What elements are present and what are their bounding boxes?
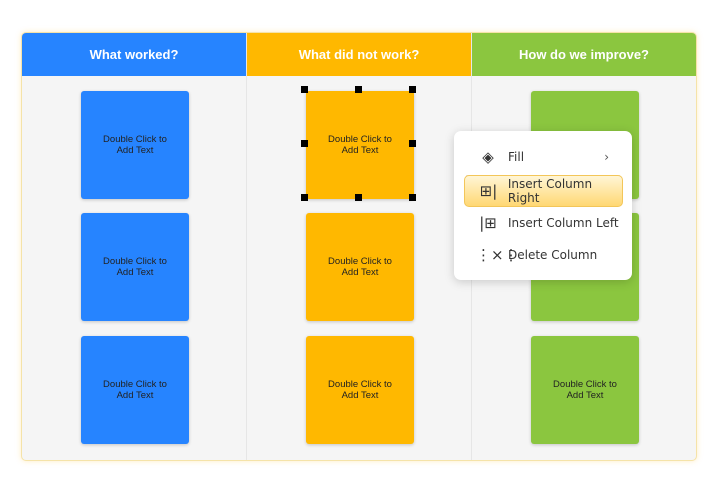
insert-column-right-icon: ⊞| <box>479 182 498 200</box>
resize-handle[interactable] <box>409 86 416 93</box>
delete-column-icon: ⋮×⋮ <box>476 246 519 264</box>
sticky-note[interactable]: Double Click to Add Text <box>81 213 189 321</box>
column-header[interactable]: What did not work? <box>247 33 471 76</box>
context-menu: ◈ Fill › ⊞| Insert Column Right |⊞ Inser… <box>454 131 632 280</box>
sticky-note[interactable]: Double Click to Add Text <box>306 213 414 321</box>
column-what-did-not-work[interactable]: What did not work? Double Click to Add T… <box>247 33 472 460</box>
resize-handle[interactable] <box>409 194 416 201</box>
insert-column-left-icon: |⊞ <box>479 214 497 232</box>
menu-item-delete-column[interactable]: ⋮×⋮ Delete Column <box>476 246 598 264</box>
resize-handle[interactable] <box>301 86 308 93</box>
column-how-do-we-improve[interactable]: How do we improve? Double Click to Add T… <box>472 33 696 460</box>
menu-item-insert-column-left[interactable]: |⊞ Insert Column Left <box>464 208 621 238</box>
chevron-right-icon: › <box>604 150 609 164</box>
resize-handle[interactable] <box>409 140 416 147</box>
paint-bucket-icon: ◈ <box>482 148 494 166</box>
sticky-note[interactable]: Double Click to Add Text <box>306 336 414 444</box>
sticky-note[interactable]: Double Click to Add Text <box>81 91 189 199</box>
resize-handle[interactable] <box>301 194 308 201</box>
sticky-note-selected[interactable]: Double Click to Add Text <box>306 91 414 199</box>
column-what-worked[interactable]: What worked? Double Click to Add Text Do… <box>22 33 247 460</box>
resize-handle[interactable] <box>301 140 308 147</box>
menu-item-fill[interactable]: ◈ Fill › <box>464 142 621 172</box>
resize-handle[interactable] <box>355 86 362 93</box>
sticky-note[interactable]: Double Click to Add Text <box>81 336 189 444</box>
column-header[interactable]: What worked? <box>22 33 246 76</box>
menu-item-insert-column-right[interactable]: ⊞| Insert Column Right <box>464 175 623 207</box>
resize-handle[interactable] <box>355 194 362 201</box>
column-header[interactable]: How do we improve? <box>472 33 696 76</box>
sticky-note[interactable]: Double Click to Add Text <box>531 336 639 444</box>
